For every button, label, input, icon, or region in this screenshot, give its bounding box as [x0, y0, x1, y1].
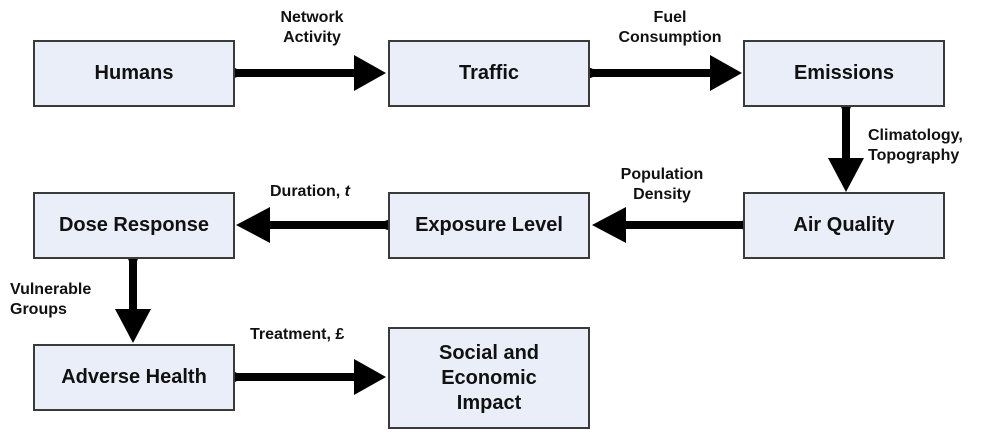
- label-network-activity: Network Activity: [250, 8, 374, 48]
- label-vulnerable-groups: Vulnerable Groups: [10, 280, 91, 320]
- label-population-density: Population Density: [600, 165, 724, 205]
- arrow-dose-response-to-adverse-health: [115, 253, 151, 343]
- label-vulnerable-line: Vulnerable: [10, 281, 92, 298]
- label-duration: Duration, t: [270, 182, 350, 202]
- node-exposure-level: Exposure Level: [388, 192, 590, 259]
- arrow-air-quality-to-exposure-level: [592, 207, 750, 243]
- label-topography-line: Topography: [868, 147, 960, 164]
- label-population-line: Population: [620, 166, 704, 183]
- label-fuel-consumption-line2: Consumption: [618, 29, 722, 46]
- arrow-traffic-to-emissions: [585, 55, 742, 91]
- arrow-adverse-health-to-impact: [229, 359, 386, 395]
- label-network-activity-line1: Network: [280, 9, 344, 26]
- label-climatology-topography: Climatology, Topography: [868, 126, 963, 166]
- arrow-humans-to-traffic: [229, 55, 386, 91]
- arrow-emissions-to-air-quality: [828, 101, 864, 192]
- label-duration-text: Duration,: [270, 183, 345, 200]
- node-air-quality: Air Quality: [743, 192, 945, 259]
- arrow-exposure-to-dose-response: [236, 207, 393, 243]
- node-social-economic-impact: Social and Economic Impact: [388, 327, 590, 429]
- label-fuel-consumption: Fuel Consumption: [600, 8, 740, 48]
- node-traffic: Traffic: [388, 40, 590, 107]
- node-humans: Humans: [33, 40, 235, 107]
- node-dose-response: Dose Response: [33, 192, 235, 259]
- label-network-activity-line2: Activity: [283, 29, 341, 46]
- label-climatology-line: Climatology,: [868, 127, 963, 144]
- label-fuel-consumption-line1: Fuel: [653, 9, 687, 26]
- label-groups-line: Groups: [10, 301, 67, 318]
- label-density-line: Density: [633, 186, 691, 203]
- label-treatment: Treatment, £: [250, 326, 345, 343]
- label-duration-symbol: t: [344, 183, 350, 200]
- node-adverse-health: Adverse Health: [33, 344, 235, 411]
- node-emissions: Emissions: [743, 40, 945, 107]
